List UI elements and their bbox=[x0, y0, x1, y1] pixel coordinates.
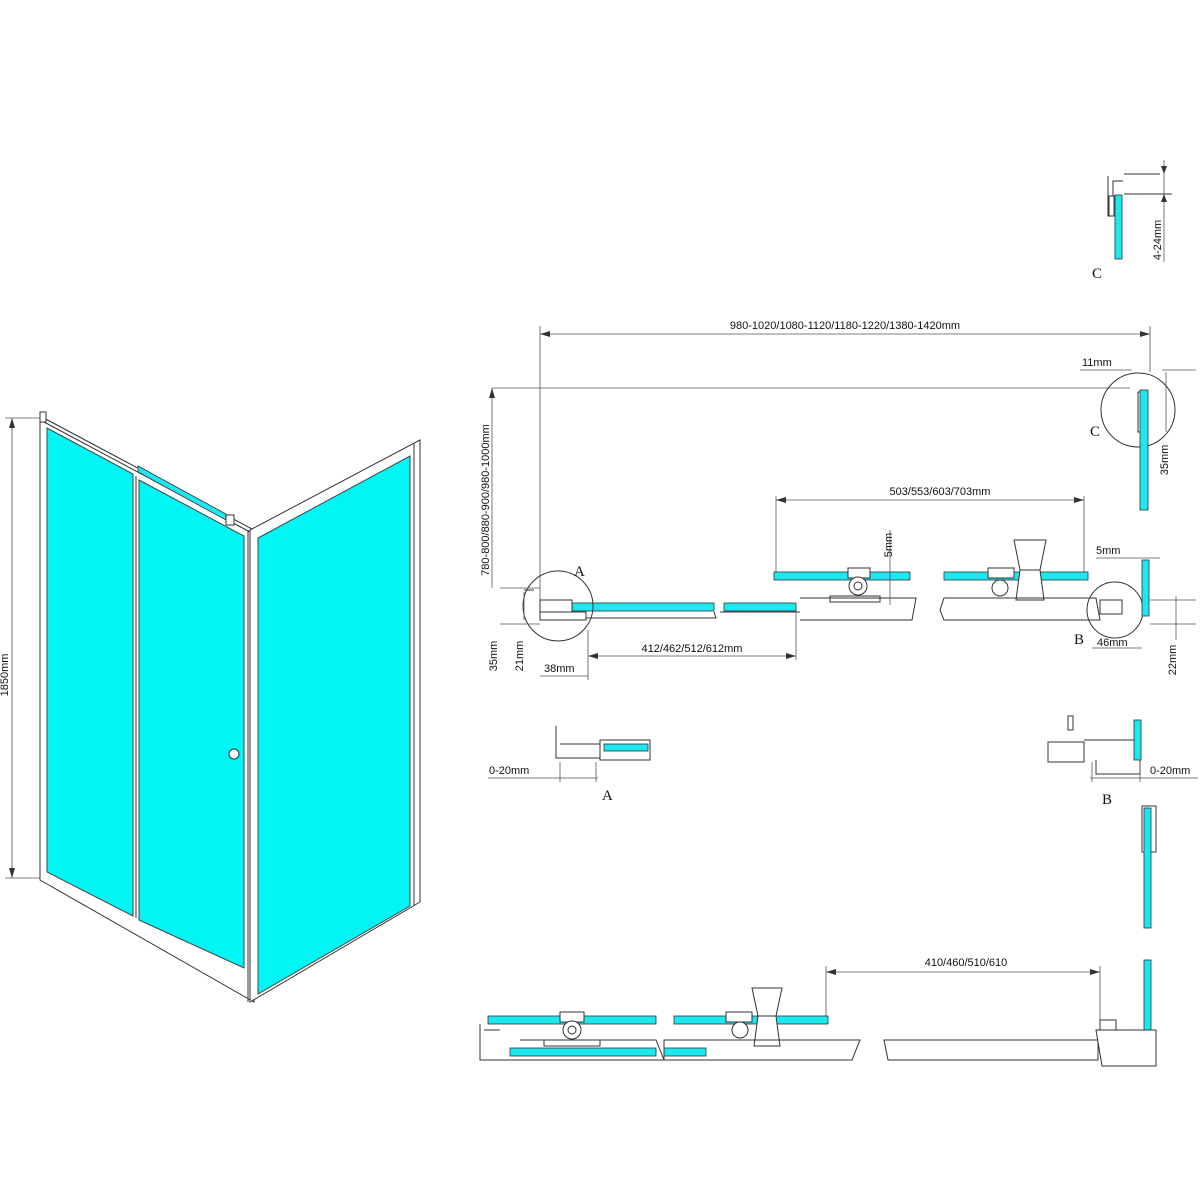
plan-view-bottom: 410/460/510/610 bbox=[479, 957, 1157, 1067]
dim-46mm: 46mm bbox=[1097, 637, 1128, 649]
handle-knob-icon bbox=[987, 539, 1047, 601]
side-glass-elev-2 bbox=[1143, 959, 1152, 1035]
detail-a-circle bbox=[522, 570, 594, 642]
dim-5mm-a: 5mm bbox=[883, 533, 895, 557]
dim-35mm: 35mm bbox=[488, 641, 500, 672]
detail-c-letter: C bbox=[1090, 424, 1100, 440]
detail-c-top-letter: C bbox=[1092, 266, 1102, 282]
adj-right-label: 0-20mm bbox=[1150, 765, 1190, 777]
dim-22mm: 22mm bbox=[1167, 645, 1179, 676]
detail-b-sub-letter: B bbox=[1102, 792, 1112, 808]
side-elevation-right bbox=[1141, 805, 1157, 1035]
side-glass-b bbox=[1141, 559, 1150, 617]
isometric-enclosure-view: 1850mm bbox=[0, 411, 421, 1003]
c-35mm: 35mm bbox=[1159, 445, 1171, 476]
detail-a-sub-letter: A bbox=[602, 788, 613, 804]
dim-5mm-b: 5mm bbox=[1096, 545, 1120, 557]
bottom-glass-3 bbox=[509, 1047, 657, 1057]
glass-a-sub bbox=[603, 743, 649, 752]
height-label: 1850mm bbox=[0, 654, 11, 697]
sliding-glass-panel bbox=[138, 479, 245, 969]
detail-a-letter: A bbox=[574, 564, 585, 580]
glass-b-sub bbox=[1133, 719, 1142, 761]
total-width-label: 980-1020/1080-1120/1180-1220/1380-1420mm bbox=[730, 320, 960, 332]
bottom-handle-icon bbox=[725, 987, 783, 1047]
c-11mm: 11mm bbox=[1082, 357, 1112, 369]
side-glass-panel bbox=[257, 455, 411, 995]
bottom-glass-4 bbox=[663, 1047, 707, 1057]
side-width-label: 780-800/880-900/980-1000mm bbox=[480, 424, 492, 576]
detail-b-letter: B bbox=[1074, 632, 1084, 648]
side-panel bbox=[247, 439, 421, 1003]
door-knob-icon[interactable] bbox=[228, 748, 240, 760]
glass-section bbox=[1114, 194, 1123, 260]
dim-38mm: 38mm bbox=[544, 663, 575, 675]
door-opening-label: 503/553/603/703mm bbox=[890, 486, 991, 498]
detail-c-circle bbox=[1100, 372, 1176, 448]
door-glass-plan-1 bbox=[773, 571, 911, 581]
side-glass-elev bbox=[1143, 807, 1152, 929]
front-door-frame bbox=[39, 411, 255, 1003]
fixed-glass-panel bbox=[46, 427, 134, 917]
adj-left-label: 0-20mm bbox=[489, 765, 529, 777]
height-dimension: 1850mm bbox=[0, 417, 45, 879]
dim-21mm: 21mm bbox=[514, 641, 526, 672]
bottom-410-label: 410/460/510/610 bbox=[925, 957, 1008, 969]
detail-b-sub: 0-20mm B bbox=[1047, 715, 1198, 808]
door-glass-plan-2 bbox=[943, 571, 1089, 581]
side-glass-plan bbox=[1139, 389, 1149, 511]
detail-c-top: 4-24mm C bbox=[1092, 160, 1172, 282]
panel-412-label: 412/462/512/612mm bbox=[642, 643, 743, 655]
fixed-glass-plan-2 bbox=[723, 602, 797, 612]
c-top-dim: 4-24mm bbox=[1152, 220, 1164, 260]
detail-a-sub: 0-20mm A bbox=[488, 726, 651, 804]
plan-view-top: 980-1020/1080-1120/1180-1220/1380-1420mm… bbox=[480, 320, 1196, 680]
roller-icon bbox=[829, 567, 881, 603]
